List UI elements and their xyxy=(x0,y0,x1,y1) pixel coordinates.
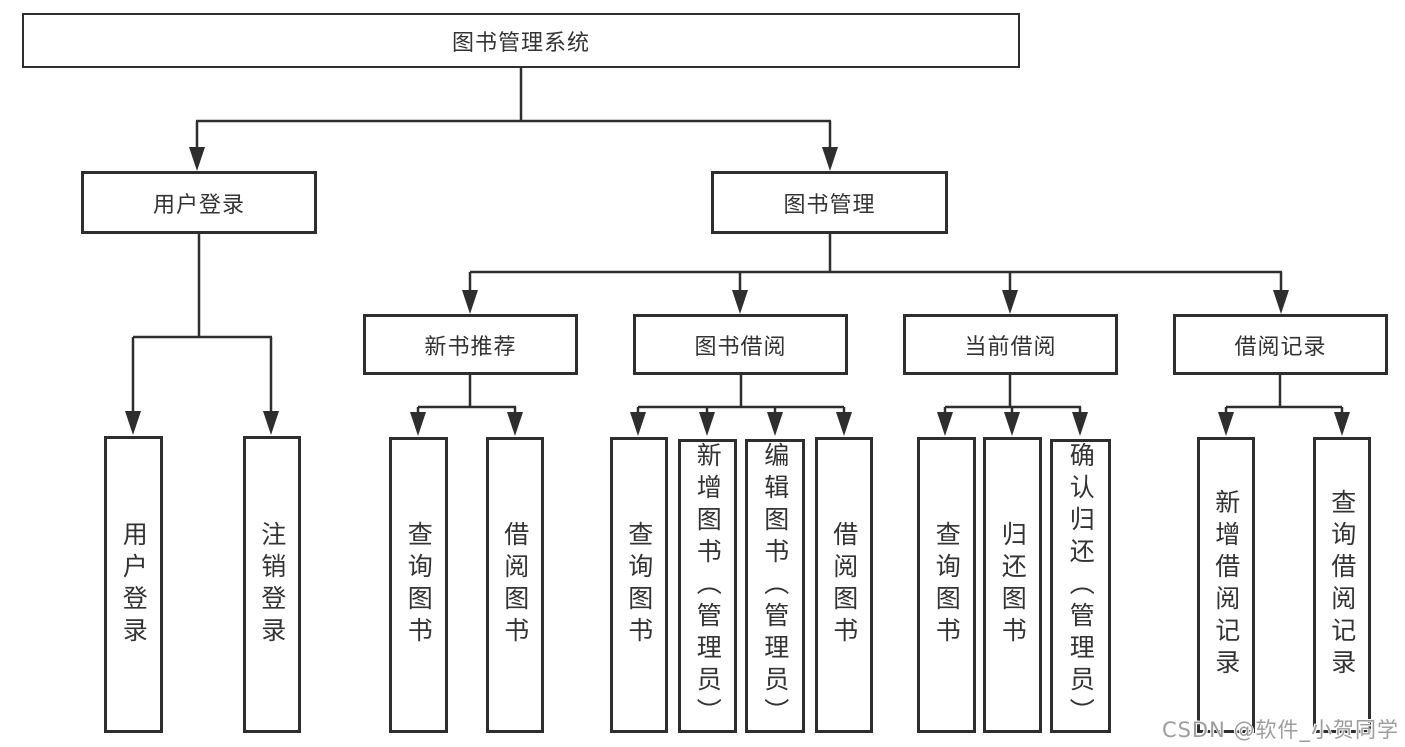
node-book-borrowing-label: 图书借阅 xyxy=(694,334,787,360)
arrowhead xyxy=(732,290,748,314)
arrowhead xyxy=(630,412,646,436)
leaf-recommend-borrow-books-label: 借阅图书 xyxy=(500,521,530,649)
leaf-current-query-books: 查询图书 xyxy=(917,437,976,733)
arrowhead xyxy=(937,412,953,436)
node-borrowing-records: 借阅记录 xyxy=(1173,314,1388,375)
leaf-borrowing-borrow-books-label: 借阅图书 xyxy=(829,521,859,649)
tree-edges xyxy=(131,68,1344,416)
node-book-management: 图书管理 xyxy=(711,171,948,234)
arrowhead xyxy=(1072,412,1088,436)
arrowheads xyxy=(125,147,1350,436)
edge-trunks xyxy=(133,68,1342,409)
watermark: CSDN @软件_小贺同学 xyxy=(1161,718,1399,742)
arrowhead xyxy=(699,412,715,436)
leaf-borrowing-edit-books-admin: 编辑图书（管理员） xyxy=(745,439,805,733)
node-current-borrowing: 当前借阅 xyxy=(903,314,1118,375)
node-book-borrowing: 图书借阅 xyxy=(633,314,848,375)
leaf-logout-login: 注销登录 xyxy=(243,436,301,733)
node-new-book-recommendation: 新书推荐 xyxy=(363,314,578,375)
leaf-logout-login-label: 注销登录 xyxy=(257,520,287,649)
leaf-records-add-record: 新增借阅记录 xyxy=(1197,437,1255,733)
node-library-system-label: 图书管理系统 xyxy=(451,30,590,56)
node-user-login: 用户登录 xyxy=(81,171,317,234)
leaf-current-confirm-return-admin-label: 确认归还（管理员） xyxy=(1066,442,1096,730)
leaf-current-query-books-label: 查询图书 xyxy=(932,521,962,649)
node-current-borrowing-label: 当前借阅 xyxy=(964,334,1057,360)
leaf-records-add-record-label: 新增借阅记录 xyxy=(1211,489,1241,681)
arrowhead xyxy=(410,412,426,436)
leaf-records-query-record: 查询借阅记录 xyxy=(1313,437,1371,733)
leaf-user-login: 用户登录 xyxy=(104,436,163,733)
arrowhead xyxy=(507,412,523,436)
leaf-borrowing-edit-books-admin-label: 编辑图书（管理员） xyxy=(760,442,790,730)
arrowhead xyxy=(1334,412,1350,436)
arrowhead xyxy=(1002,290,1018,314)
arrowhead xyxy=(125,411,141,435)
node-borrowing-records-label: 借阅记录 xyxy=(1234,334,1327,360)
leaf-user-login-label: 用户登录 xyxy=(119,520,149,649)
arrowhead xyxy=(767,412,783,436)
leaf-current-confirm-return-admin: 确认归还（管理员） xyxy=(1050,439,1111,733)
leaf-current-return-books-label: 归还图书 xyxy=(998,521,1028,649)
leaf-recommend-query-books: 查询图书 xyxy=(389,437,448,733)
leaf-current-return-books: 归还图书 xyxy=(983,437,1042,733)
node-user-login-label: 用户登录 xyxy=(152,192,245,218)
leaf-recommend-borrow-books: 借阅图书 xyxy=(486,437,544,733)
leaf-borrowing-add-books-admin-label: 新增图书（管理员） xyxy=(693,442,723,730)
arrowhead xyxy=(1273,290,1289,314)
arrowhead xyxy=(1218,412,1234,436)
node-new-book-recommendation-label: 新书推荐 xyxy=(424,334,517,360)
edge-arrow-shafts xyxy=(131,121,1344,416)
arrowhead xyxy=(822,147,838,171)
leaf-borrowing-query-books-label: 查询图书 xyxy=(624,521,654,649)
leaf-recommend-query-books-label: 查询图书 xyxy=(404,521,434,649)
leaf-records-query-record-label: 查询借阅记录 xyxy=(1327,489,1357,681)
arrowhead xyxy=(263,411,279,435)
arrowhead xyxy=(836,412,852,436)
leaf-borrowing-borrow-books: 借阅图书 xyxy=(815,437,873,733)
node-book-management-label: 图书管理 xyxy=(783,192,876,218)
arrowhead xyxy=(1004,412,1020,436)
arrowhead xyxy=(462,290,478,314)
leaf-borrowing-add-books-admin: 新增图书（管理员） xyxy=(678,439,737,733)
leaf-borrowing-query-books: 查询图书 xyxy=(610,437,668,733)
node-library-system: 图书管理系统 xyxy=(22,13,1020,68)
arrowhead xyxy=(189,147,205,171)
